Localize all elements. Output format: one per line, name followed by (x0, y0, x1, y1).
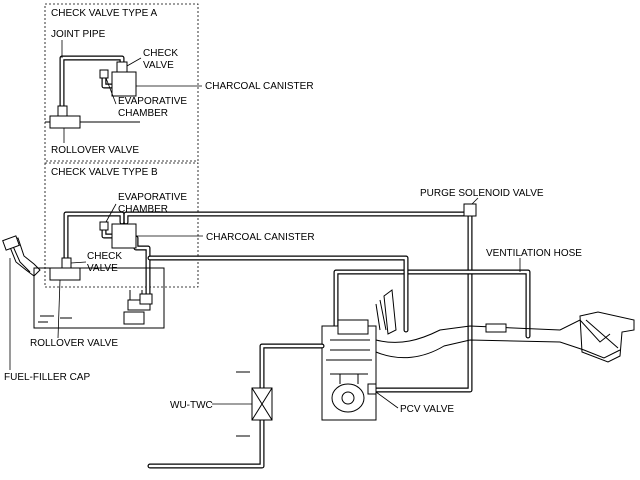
pcv-valve (367, 383, 377, 395)
ventilation-hose-label: VENTILATION HOSE (486, 248, 582, 259)
intake-duct (375, 311, 635, 363)
evaporative-chamber-a-label-1: EVAPORATIVE (118, 96, 187, 107)
check-valve-b-label-1: CHECK (87, 251, 122, 262)
evaporative-chamber-b (99, 221, 109, 231)
charcoal-canister-a-label: CHARCOAL CANISTER (205, 81, 314, 92)
evaporative-chamber-b-label-2: CHAMBER (118, 204, 168, 215)
fuel-filler-cap-label: FUEL-FILLER CAP (4, 372, 90, 383)
engine (321, 289, 397, 421)
rollover-valve-a-label: ROLLOVER VALVE (51, 145, 139, 156)
check-valve-a-label-2: VALVE (143, 60, 174, 71)
check-valve-b (61, 257, 72, 269)
check-valve-a (116, 61, 128, 73)
exhaust-pipe (147, 343, 325, 469)
evaporative-chamber-a (99, 69, 109, 79)
rollover-valve-b (49, 267, 81, 281)
check-valve-type-b-label: CHECK VALVE TYPE B (51, 167, 158, 178)
charcoal-canister-b (111, 223, 137, 249)
wu-twc-label: WU-TWC (170, 400, 213, 411)
check-valve-type-a-group (44, 3, 199, 162)
purge-solenoid-valve-label: PURGE SOLENOID VALVE (420, 188, 544, 199)
check-valve-a-label-1: CHECK (143, 48, 178, 59)
charcoal-canister-b-label: CHARCOAL CANISTER (206, 232, 315, 243)
fuel-filler-cap (2, 235, 20, 251)
pcv-valve-label: PCV VALVE (400, 404, 454, 415)
rollover-valve-a (49, 115, 81, 129)
rollover-valve-b-label: ROLLOVER VALVE (30, 338, 118, 349)
joint-pipe-label: JOINT PIPE (51, 29, 106, 40)
purge-line (367, 211, 473, 393)
tank-vent-line (147, 255, 409, 333)
evaporative-chamber-b-label-1: EVAPORATIVE (118, 192, 187, 203)
fuel-tank (33, 267, 165, 329)
evaporative-chamber-a-label-2: CHAMBER (118, 108, 168, 119)
ventilation-hose (333, 269, 531, 339)
fuel-filler-neck (2, 235, 41, 277)
purge-solenoid-valve (463, 203, 477, 217)
charcoal-canister-a (111, 71, 137, 97)
check-valve-type-b-group (44, 162, 199, 288)
joint-pipe-a (57, 105, 68, 117)
check-valve-type-a-label: CHECK VALVE TYPE A (51, 8, 157, 19)
